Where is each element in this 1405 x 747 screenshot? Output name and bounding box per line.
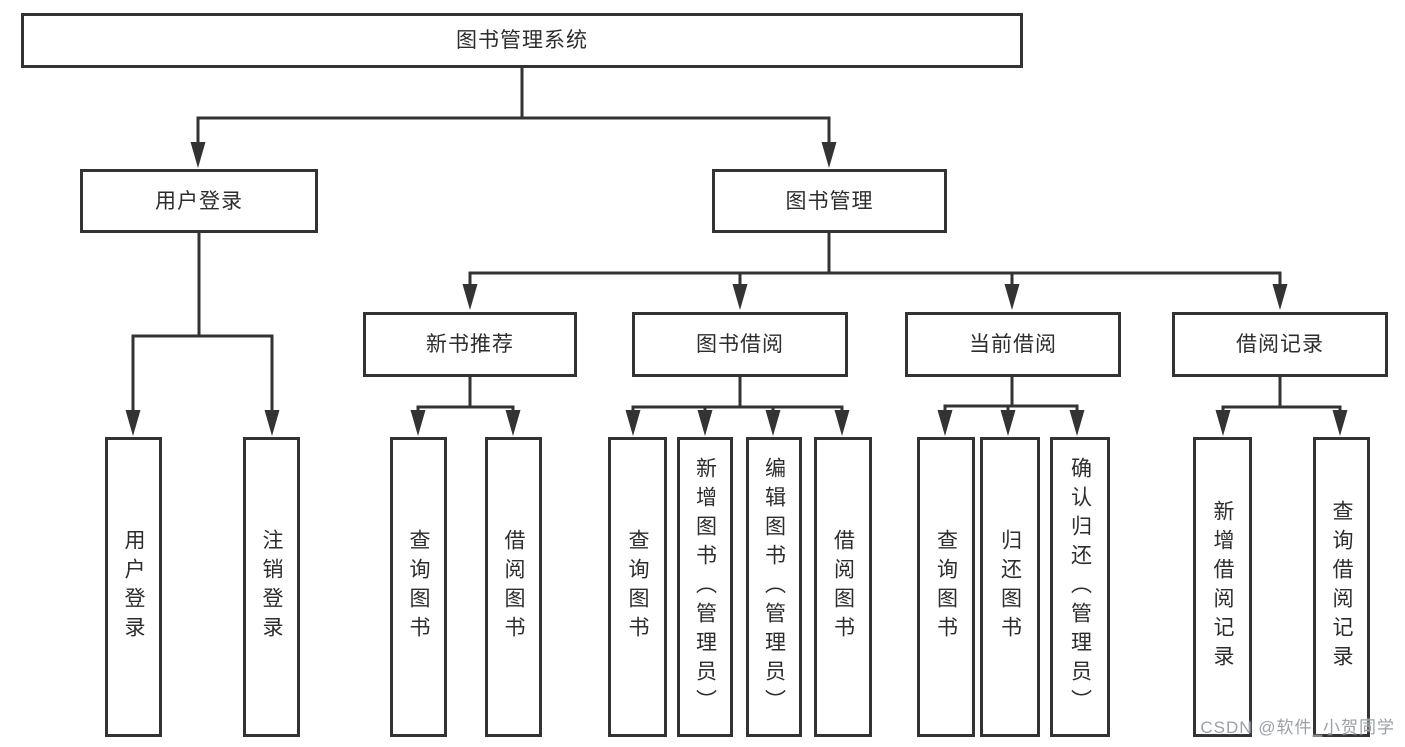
node-label: 新书推荐 <box>426 333 514 356</box>
node-book-management: 图书管理 <box>712 169 947 233</box>
node-label: 新增借阅记录 <box>1211 500 1234 674</box>
leaf-query-books-2: 查询图书 <box>608 437 667 737</box>
node-label: 用户登录 <box>155 189 243 213</box>
node-label: 注销登录 <box>260 529 283 645</box>
node-label: 用户登录 <box>122 529 145 645</box>
node-current-borrow: 当前借阅 <box>905 312 1121 377</box>
node-label: 借阅图书 <box>502 529 525 645</box>
node-new-book-recommend: 新书推荐 <box>363 312 577 377</box>
node-label: 图书借阅 <box>696 333 784 356</box>
node-label: 当前借阅 <box>969 333 1057 356</box>
leaf-return-book: 归还图书 <box>980 437 1040 737</box>
node-label: 查询借阅记录 <box>1330 500 1353 674</box>
leaf-query-books-3: 查询图书 <box>917 437 975 737</box>
node-borrow-records: 借阅记录 <box>1172 312 1388 377</box>
node-label: 借阅图书 <box>831 529 855 645</box>
leaf-query-borrow-record: 查询借阅记录 <box>1313 437 1370 737</box>
node-label: 归还图书 <box>998 529 1022 645</box>
node-label: 确认归还（管理员） <box>1068 456 1092 718</box>
node-label: 查询图书 <box>626 529 649 645</box>
leaf-edit-book-admin: 编辑图书（管理员） <box>746 437 802 737</box>
node-label: 图书管理 <box>785 189 874 213</box>
node-label: 借阅记录 <box>1236 333 1324 356</box>
leaf-user-login: 用户登录 <box>105 437 162 737</box>
leaf-logout: 注销登录 <box>243 437 300 737</box>
leaf-borrow-books-2: 借阅图书 <box>814 437 872 737</box>
node-label: 查询图书 <box>407 529 430 645</box>
node-root: 图书管理系统 <box>21 13 1023 68</box>
node-label: 查询图书 <box>934 529 958 645</box>
leaf-add-book-admin: 新增图书（管理员） <box>677 437 733 737</box>
leaf-query-books-1: 查询图书 <box>390 437 447 737</box>
node-label: 图书管理系统 <box>456 29 588 52</box>
node-label: 编辑图书（管理员） <box>762 456 786 718</box>
leaf-confirm-return-admin: 确认归还（管理员） <box>1050 437 1110 737</box>
node-user-login-group: 用户登录 <box>80 169 318 233</box>
leaf-add-borrow-record: 新增借阅记录 <box>1193 437 1252 737</box>
node-book-borrow: 图书借阅 <box>632 312 848 377</box>
node-label: 新增图书（管理员） <box>693 456 717 718</box>
leaf-borrow-books-1: 借阅图书 <box>485 437 542 737</box>
csdn-watermark: CSDN @软件_小贺同学 <box>1200 718 1395 737</box>
